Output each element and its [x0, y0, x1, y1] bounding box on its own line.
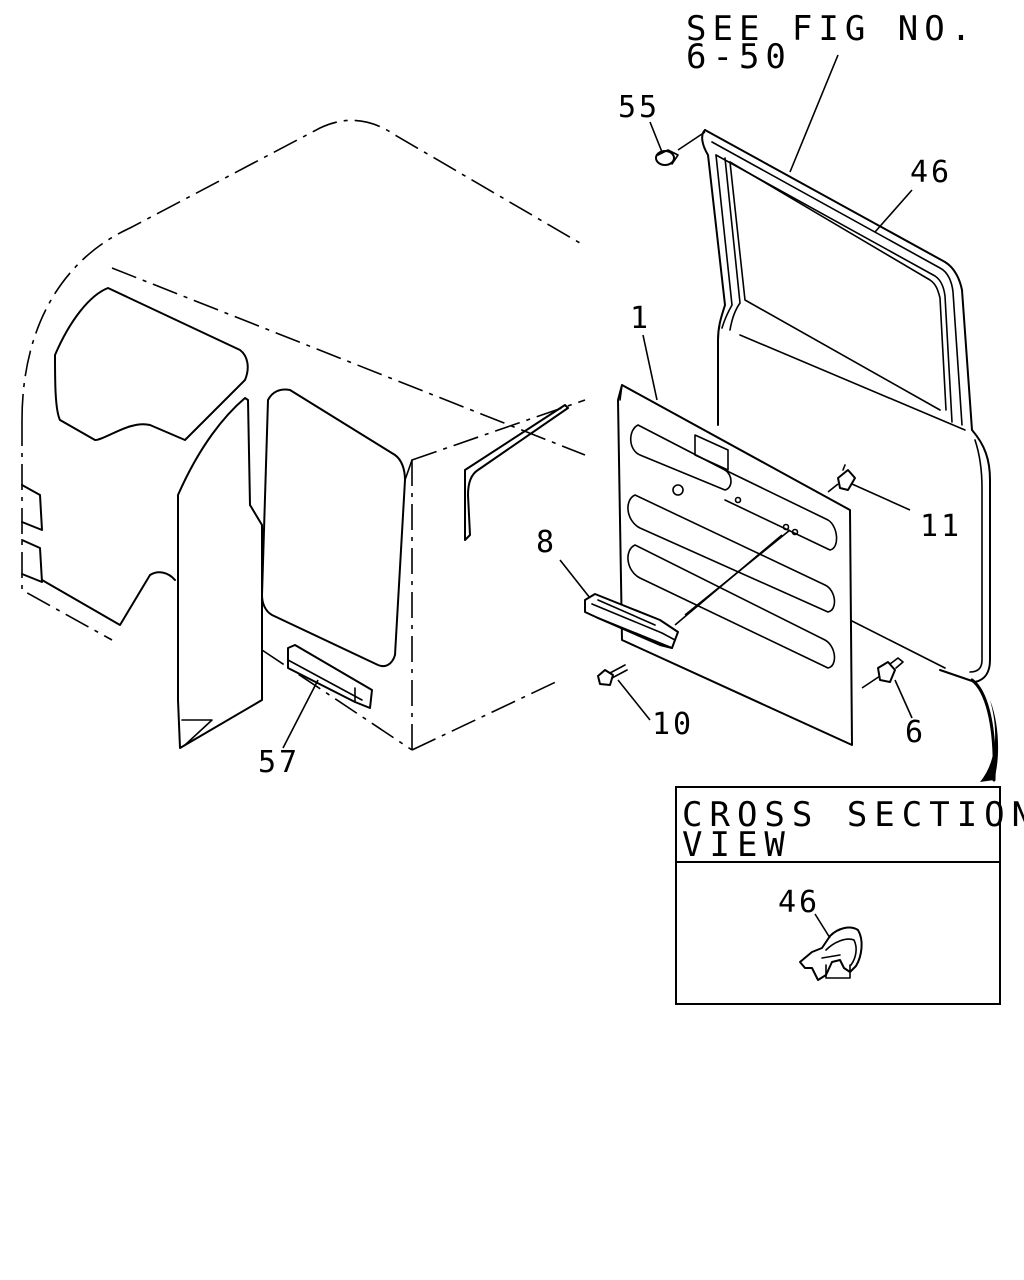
van-body	[21, 119, 586, 751]
callout-57: 57	[258, 745, 300, 780]
screw-10	[597, 664, 628, 686]
callout-8: 8	[536, 525, 557, 560]
callout-11: 11	[920, 509, 962, 544]
cross-section-callout-46: 46	[778, 885, 820, 920]
callout-46: 46	[910, 155, 952, 190]
trim-panel-1	[617, 384, 853, 746]
step-plate-57	[287, 644, 373, 709]
plug-55	[655, 149, 679, 166]
callout-1: 1	[630, 301, 651, 336]
clip-6	[877, 657, 904, 683]
seal-profile-46	[799, 926, 863, 981]
callout-10: 10	[652, 707, 694, 742]
callout-55: 55	[618, 90, 660, 125]
reference-note-line1: SEE FIG NO.	[686, 9, 977, 49]
cross-section-view: CROSS SECTION VIEW 46	[675, 786, 1024, 1005]
leader-lines	[282, 54, 999, 782]
reference-note-line2: 6-50	[686, 37, 792, 77]
cross-section-title-line2: VIEW	[682, 825, 792, 865]
cross-section-title-line1: CROSS SECTION	[682, 795, 1024, 835]
rear-door	[701, 129, 991, 683]
clip-11	[837, 464, 856, 491]
callout-6: 6	[905, 715, 926, 750]
handle-8	[584, 593, 679, 649]
